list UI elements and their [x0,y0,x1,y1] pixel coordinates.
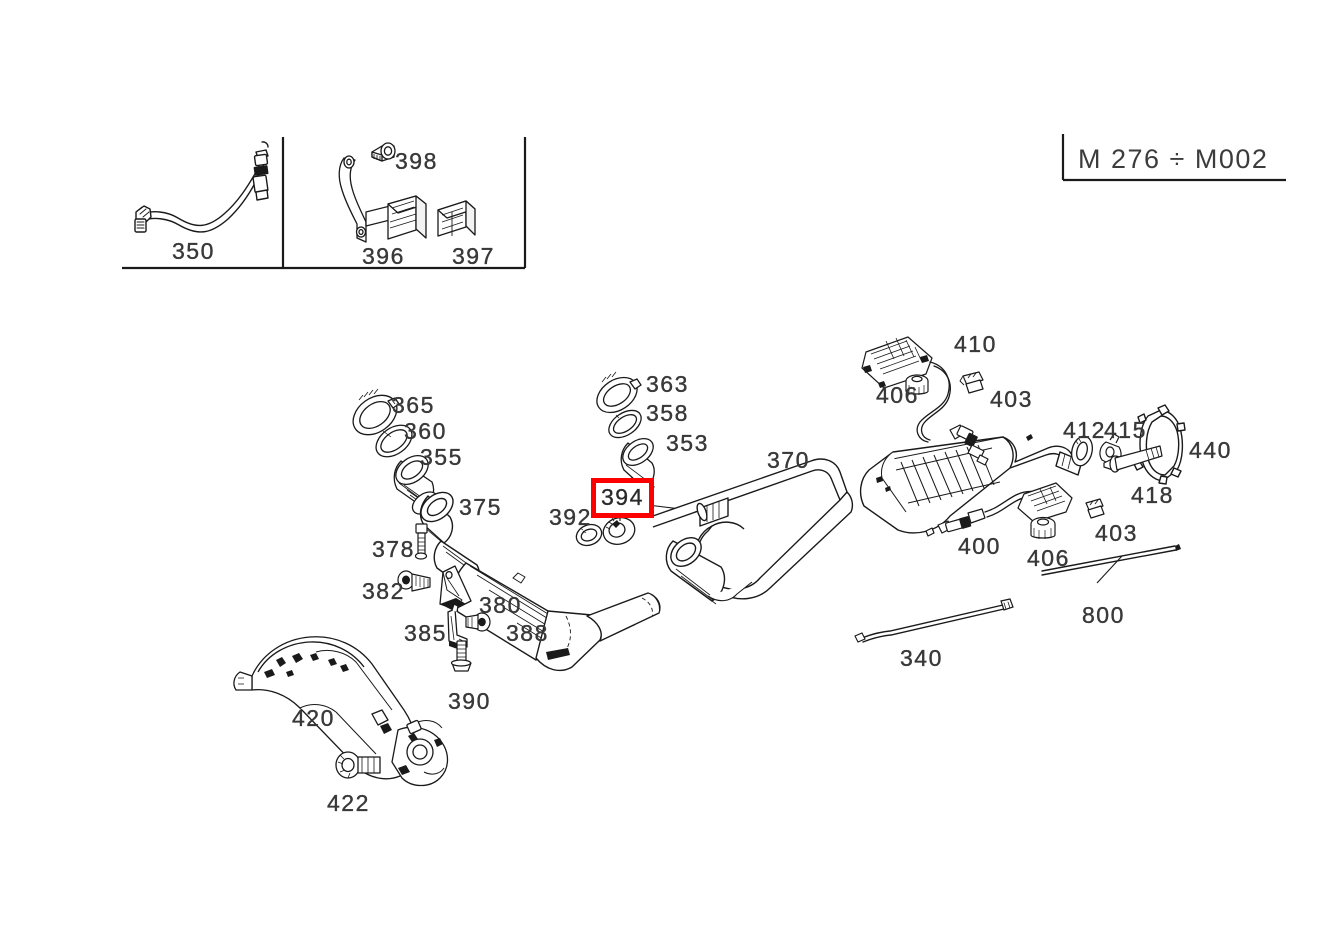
callout-420: 420 [292,705,335,731]
part-412-ring [1070,435,1094,467]
inset-part-350-oxygen-sensor [134,141,269,233]
part-403-clip-lower [1085,498,1105,519]
part-378-bolt [414,523,428,560]
part-358-gasket-ring [608,409,642,439]
title-block-text: M 276 ÷ M002 [1078,144,1269,174]
callout-378: 378 [372,536,415,562]
inset-frames [122,137,527,270]
callout-385: 385 [404,620,447,646]
callout-406-upper: 406 [876,382,919,408]
part-390-bolt [450,640,472,672]
callout-358: 358 [646,400,689,426]
callout-418: 418 [1131,482,1174,508]
callout-397: 397 [452,243,495,269]
callout-398: 398 [395,148,438,174]
callout-380: 380 [479,592,522,618]
part-365-clamp [352,388,400,436]
callout-353: 353 [666,430,709,456]
title-block-frame [1061,134,1286,182]
part-382-bolt [397,570,431,592]
part-420-exhaust-manifold [233,636,449,787]
callout-800: 800 [1082,602,1125,628]
callout-390: 390 [448,688,491,714]
callout-415: 415 [1104,417,1147,443]
callout-394-highlighted: 394 [591,478,654,518]
part-388-bolt [465,612,491,632]
part-410-sensor-lead [916,361,951,443]
part-412-oxygen-sensor [949,424,989,466]
part-403-clip-upper [959,371,984,394]
part-418-bolt [1103,445,1163,473]
callout-406-lower: 406 [1027,545,1070,571]
callout-403-upper: 403 [990,386,1033,412]
part-406-grommet-lower [1030,516,1056,539]
part-394-flange [602,517,636,545]
callout-440: 440 [1189,437,1232,463]
callout-392: 392 [549,504,592,530]
part-400-oxygen-sensor [925,508,986,537]
part-392-ring [575,523,603,547]
part-363-clamp [596,371,642,414]
callout-363: 363 [646,371,689,397]
part-422-bolt [335,751,381,779]
part-375-catalytic-converter [419,491,661,672]
callout-340: 340 [900,645,943,671]
part-800-wire [1041,544,1181,576]
part-340-sensor-wire [854,598,1014,643]
inset-part-397-clamp [437,200,476,237]
callout-412: 412 [1063,417,1106,443]
callout-350: 350 [172,238,215,264]
leader-line-800 [1096,555,1123,584]
part-440-gasket [1133,404,1186,485]
callout-365: 365 [392,392,435,418]
callout-382: 382 [362,578,405,604]
part-360-gasket-ring [375,424,413,458]
callout-370: 370 [767,447,810,473]
callout-355: 355 [420,444,463,470]
callout-400: 400 [958,533,1001,559]
part-403-heat-shield-lower [1017,482,1073,523]
callout-360: 360 [404,418,447,444]
inset-part-398-bolt [371,142,396,162]
callout-403-lower: 403 [1095,520,1138,546]
part-370-exhaust-pipe-assembly [649,434,1083,605]
part-380-bracket [439,565,472,610]
callout-375: 375 [459,494,502,520]
callout-410: 410 [954,331,997,357]
callout-422: 422 [327,790,370,816]
callout-396: 396 [362,243,405,269]
inset-part-396-bracket [338,155,427,243]
callout-388: 388 [506,620,549,646]
part-406-grommet-upper [905,374,929,395]
